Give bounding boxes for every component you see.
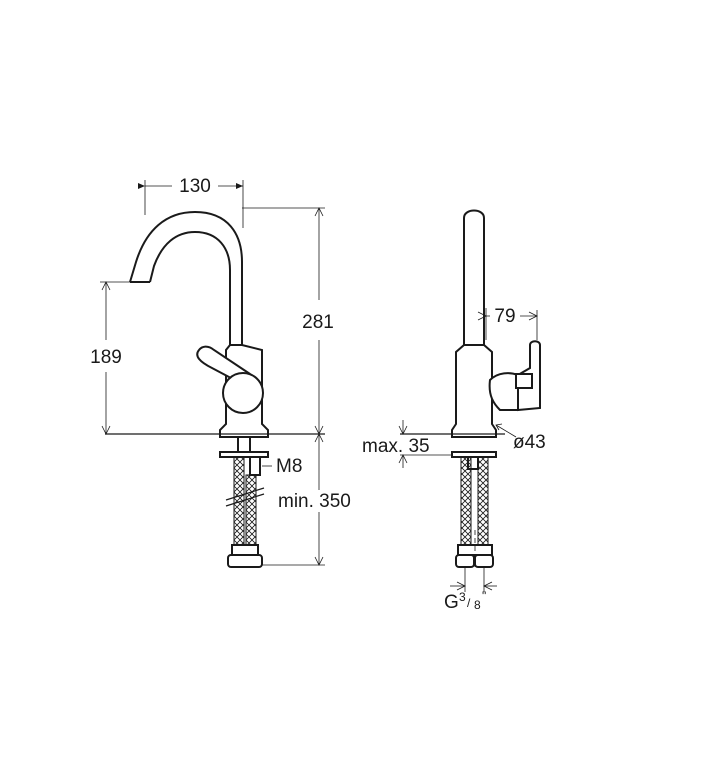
dim-connection-suffix: " bbox=[482, 589, 486, 603]
dim-connection-slash: / bbox=[467, 596, 471, 610]
front-hose-nut bbox=[227, 554, 263, 568]
front-nut bbox=[249, 456, 261, 476]
dim-spout-height-label: 189 bbox=[90, 347, 122, 368]
side-hose-right bbox=[477, 456, 489, 546]
g38-arrow-right bbox=[483, 581, 493, 591]
front-spout-inner bbox=[149, 230, 231, 345]
dim350-arrow-bottom bbox=[314, 556, 324, 566]
dia43-leader bbox=[495, 424, 517, 438]
front-spout bbox=[129, 210, 243, 345]
dia43-arrow bbox=[495, 423, 503, 431]
dim-thread-label: M8 bbox=[276, 456, 302, 477]
side-hose-nut-right bbox=[474, 554, 494, 568]
side-hose-nut-left bbox=[455, 554, 475, 568]
side-body bbox=[451, 344, 497, 438]
dim-connection-num: 3 bbox=[459, 590, 466, 604]
dim281-arrow-top bbox=[314, 207, 324, 217]
dim-connection-den: 8 bbox=[474, 598, 481, 612]
dim-spout-reach-label: 130 bbox=[179, 176, 211, 197]
dim-base-diameter-label: ø43 bbox=[513, 432, 546, 453]
side-spout bbox=[463, 209, 485, 345]
dim189-arrow-top bbox=[101, 281, 111, 291]
front-hose-right bbox=[245, 474, 257, 546]
dim189-arrow-bottom bbox=[101, 425, 111, 435]
side-view: 79 max. 35 ø43 G 3 / 8 " bbox=[362, 209, 546, 613]
side-hose-left bbox=[460, 456, 472, 546]
dim-hose-length-label: min. 350 bbox=[278, 491, 351, 512]
dim-connection-prefix: G bbox=[444, 592, 459, 613]
front-hose-fitting bbox=[231, 544, 259, 556]
front-view: 130 281 189 M8 min. 350 bbox=[90, 176, 351, 568]
front-lever-hub bbox=[222, 372, 264, 414]
front-break-mark-1 bbox=[225, 487, 265, 501]
dim35-arrow-bottom bbox=[398, 454, 408, 464]
front-break-mark-2 bbox=[225, 493, 265, 507]
dim35-arrow-top bbox=[398, 425, 408, 435]
dim-total-height-label: 281 bbox=[302, 312, 334, 333]
side-lever-cap bbox=[515, 373, 533, 389]
dim350-arrow-top bbox=[314, 433, 324, 443]
dim79-arrow-left bbox=[477, 311, 487, 321]
dim79-arrow-right bbox=[528, 311, 538, 321]
dim-max-deck-label: max. 35 bbox=[362, 436, 430, 457]
side-lever-arm bbox=[488, 372, 519, 411]
dim-lever-depth-label: 79 bbox=[494, 306, 515, 327]
g38-arrow-left bbox=[456, 581, 466, 591]
